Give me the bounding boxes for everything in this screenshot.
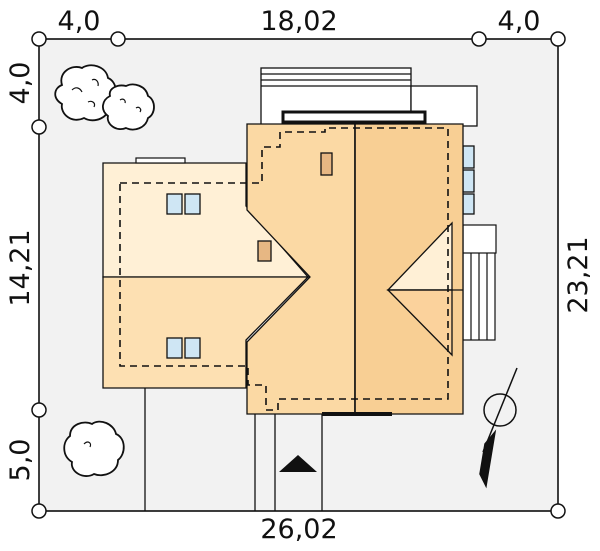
dim-left-bottom: 5,0 (5, 439, 36, 482)
dim-left-middle: 14,21 (5, 229, 36, 306)
left-wing-ridge-cap (135, 157, 186, 164)
dim-bottom: 26,02 (260, 514, 337, 545)
dimension-nodes (31, 31, 566, 519)
entrance-triangle-icon (279, 455, 317, 472)
skylights-right (462, 145, 475, 215)
dim-top-middle: 18,02 (260, 6, 337, 37)
dim-right: 23,21 (563, 236, 594, 313)
roof-windows-left-wing (166, 193, 201, 359)
eave-bottom (322, 412, 392, 416)
tree-icon (63, 420, 125, 477)
chimney-main (320, 152, 333, 176)
driveway (144, 388, 323, 511)
side-steps (462, 224, 497, 341)
left-wing-roof-bottom (102, 276, 310, 389)
tree-icon (102, 83, 155, 131)
dim-top-right: 4,0 (498, 6, 541, 37)
chimney-left (257, 240, 272, 262)
terrace-top (260, 67, 478, 127)
wall-outline-dashed (119, 127, 449, 411)
dim-left-top: 4,0 (5, 62, 36, 105)
compass-north-arrow-icon (479, 367, 518, 489)
dim-top-left: 4,0 (58, 6, 101, 37)
